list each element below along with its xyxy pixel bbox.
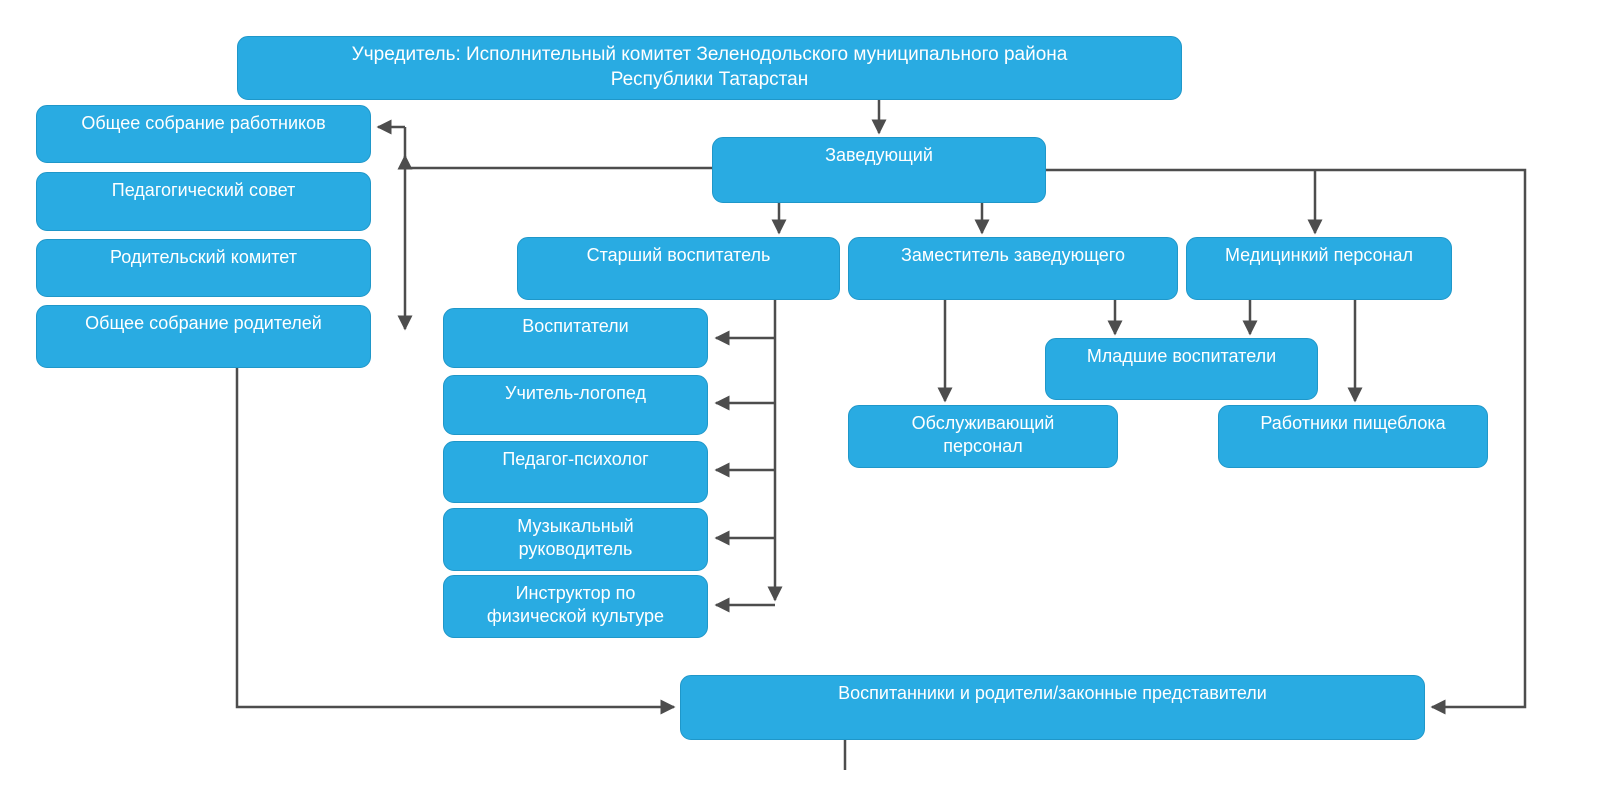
node-kitchen-workers: Работники пищеблока: [1218, 405, 1488, 468]
node-founder: Учредитель: Исполнительный комитет Зелен…: [237, 36, 1182, 100]
node-label: Заведующий: [825, 145, 933, 165]
node-label: Инструктор по физической культуре: [486, 583, 665, 627]
node-head: Заведующий: [712, 137, 1046, 203]
node-educators: Воспитатели: [443, 308, 708, 368]
node-workers-meeting: Общее собрание работников: [36, 105, 371, 163]
node-parent-committee: Родительский комитет: [36, 239, 371, 297]
node-label: Общее собрание работников: [81, 113, 326, 133]
node-senior-educator: Старший воспитатель: [517, 237, 840, 300]
node-label: Общее собрание родителей: [85, 313, 322, 333]
node-service-staff: Обслуживающий персонал: [848, 405, 1118, 468]
node-label: Педагогический совет: [111, 180, 296, 200]
node-label: Воспитатели: [522, 316, 629, 336]
node-label: Учредитель: Исполнительный комитет Зелен…: [351, 44, 1068, 65]
node-label: Республики Татарстан: [610, 68, 809, 90]
node-label: Обслуживающий персонал: [911, 413, 1055, 457]
node-label: Родительский комитет: [110, 247, 297, 267]
node-junior-educators: Младшие воспитатели: [1045, 338, 1318, 400]
node-medical-staff: Медицинкий персонал: [1186, 237, 1452, 300]
node-label: Учитель-логопед: [505, 383, 646, 403]
node-parents-meeting: Общее собрание родителей: [36, 305, 371, 368]
node-deputy-head: Заместитель заведующего: [848, 237, 1178, 300]
node-pe-instructor: Инструктор по физической культуре: [443, 575, 708, 638]
node-label: Работники пищеблока: [1260, 413, 1446, 433]
node-label: Младшие воспитатели: [1086, 346, 1277, 366]
node-pupils-parents: Воспитанники и родители/законные предста…: [680, 675, 1425, 740]
node-label: Старший воспитатель: [586, 245, 771, 265]
node-psychologist: Педагог-психолог: [443, 441, 708, 503]
node-label: Педагог-психолог: [502, 449, 649, 469]
node-music-director: Музыкальный руководитель: [443, 508, 708, 571]
node-speech-therapist: Учитель-логопед: [443, 375, 708, 435]
node-label: Воспитанники и родители/законные предста…: [838, 683, 1267, 703]
node-pedagogical-council: Педагогический совет: [36, 172, 371, 231]
node-label: Медицинкий персонал: [1224, 245, 1414, 265]
node-label: Музыкальный руководитель: [517, 516, 634, 560]
node-label: Заместитель заведующего: [901, 245, 1125, 265]
